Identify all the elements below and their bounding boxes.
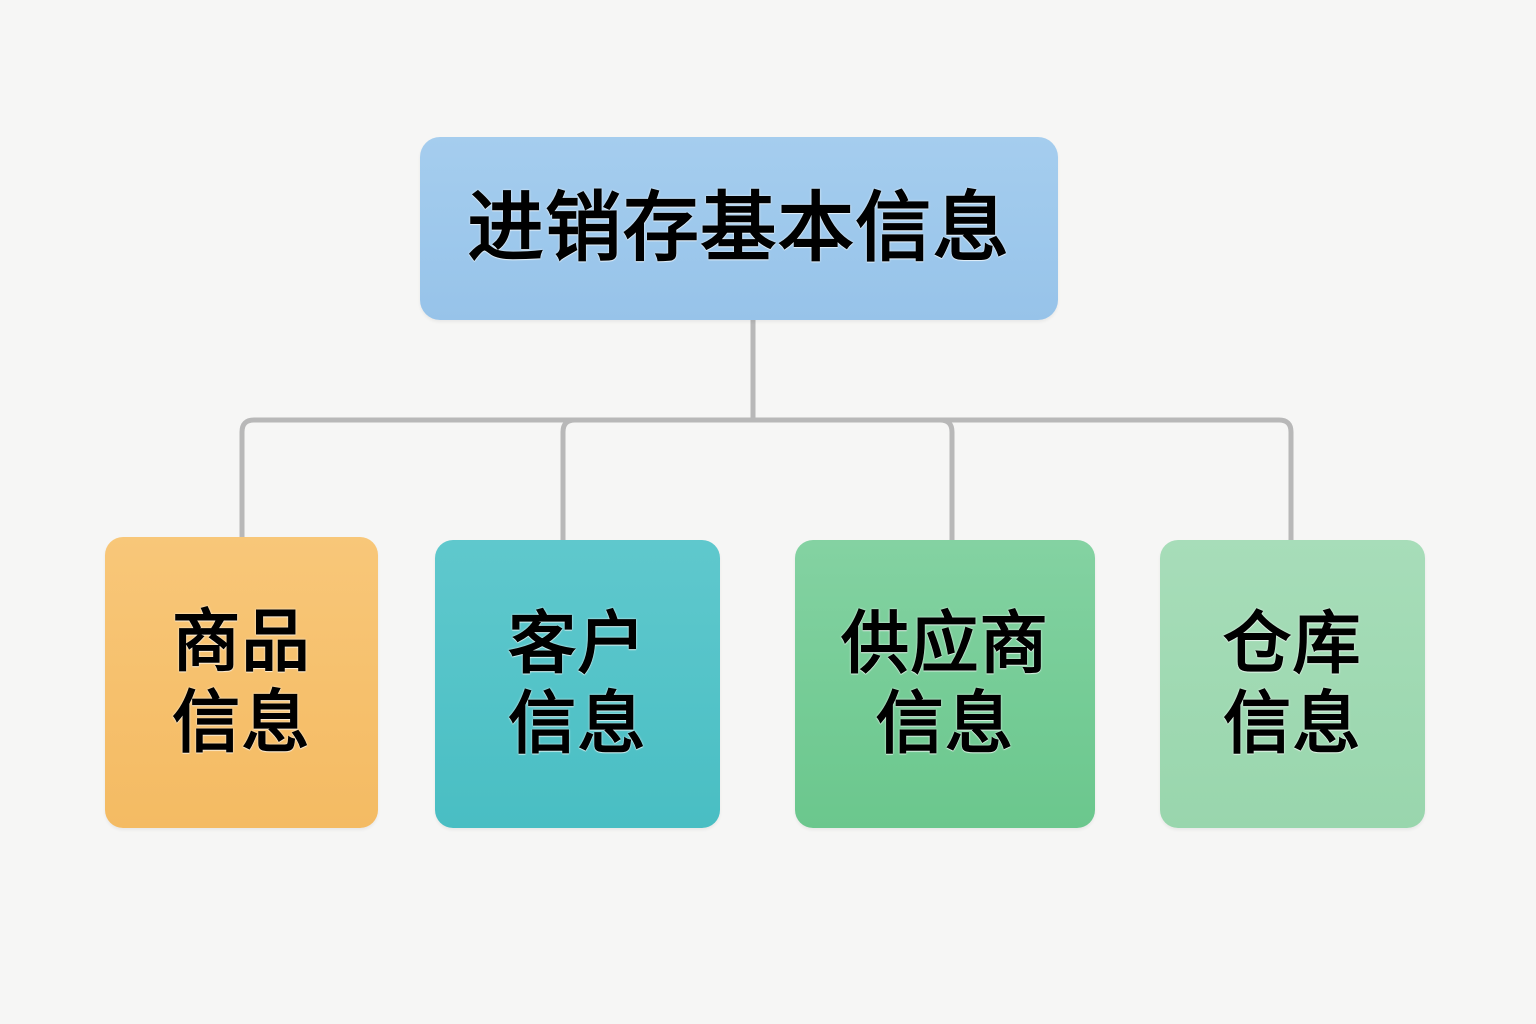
connector-bus-left [239, 417, 753, 537]
node-warehouse-info[interactable]: 仓库 信息 [1160, 540, 1425, 828]
node-customer-info-label: 客户 信息 [508, 605, 647, 762]
node-warehouse-info-label: 仓库 信息 [1223, 605, 1362, 762]
node-product-info[interactable]: 商品 信息 [105, 537, 378, 828]
node-product-info-label: 商品 信息 [172, 604, 311, 761]
node-customer-info[interactable]: 客户 信息 [435, 540, 720, 828]
connector-drop-supplier [939, 417, 955, 540]
node-supplier-info[interactable]: 供应商 信息 [795, 540, 1095, 828]
connector-bus-right [753, 417, 1294, 540]
node-root-label: 进销存基本信息 [467, 185, 1011, 271]
connector-drop-customer [560, 417, 576, 540]
node-supplier-info-label: 供应商 信息 [840, 605, 1050, 762]
node-root[interactable]: 进销存基本信息 [420, 137, 1058, 320]
